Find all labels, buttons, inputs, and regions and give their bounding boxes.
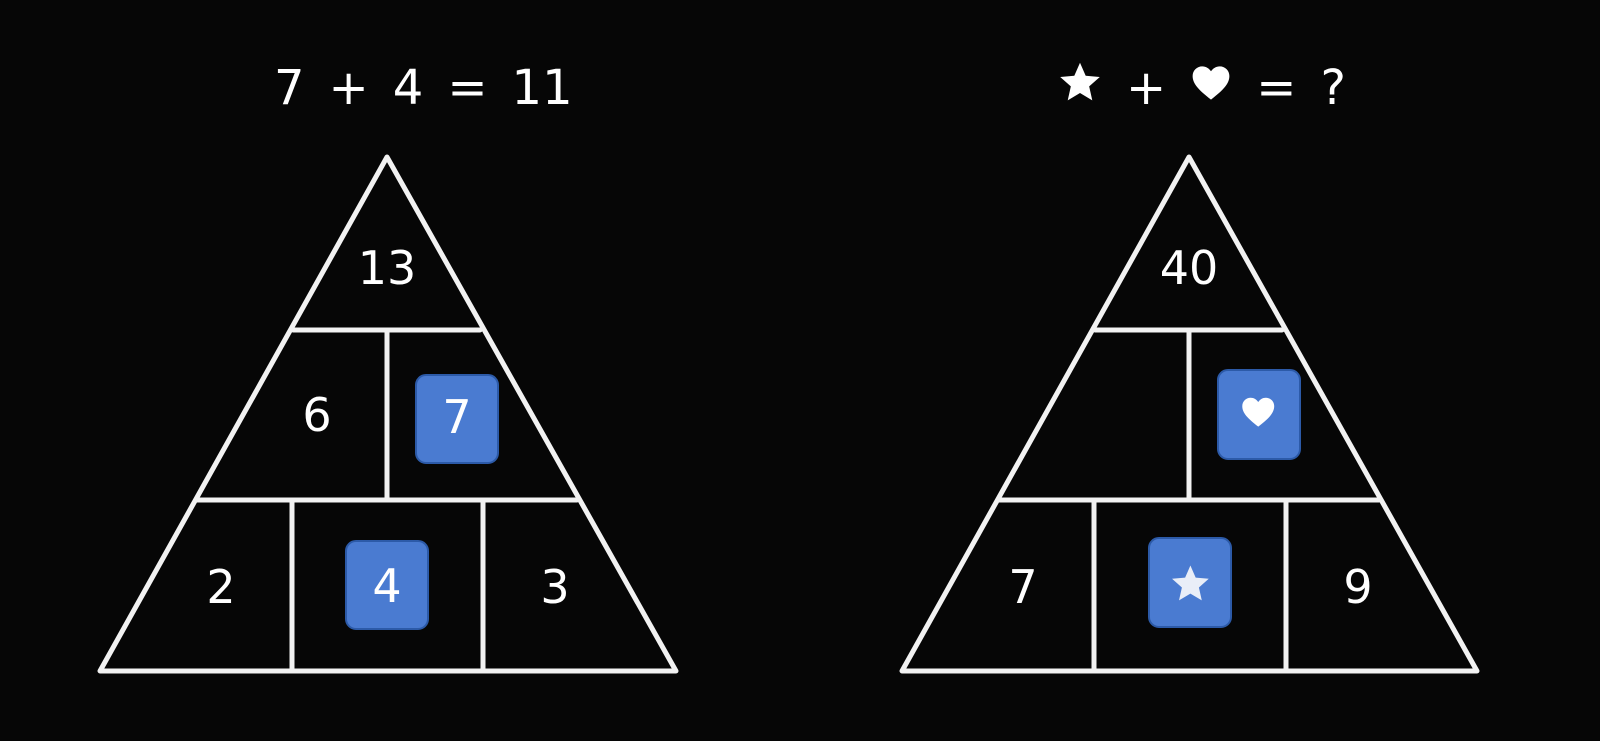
heart-icon	[1190, 58, 1232, 118]
right-triangle	[899, 154, 1480, 674]
right-equation: + = ?	[1046, 58, 1358, 118]
left-middle-right-cell: 7	[442, 390, 471, 444]
right-bottom-middle-tile	[1148, 537, 1232, 628]
left-bottom-middle-cell: 4	[372, 559, 401, 613]
left-middle-right-tile: 7	[415, 374, 499, 464]
equation-equals: =	[447, 60, 488, 116]
right-top-cell: 40	[1160, 241, 1219, 295]
left-top-cell: 13	[358, 241, 417, 295]
left-triangle-outline	[97, 154, 679, 674]
equation-operand-b: 4	[392, 60, 424, 116]
right-bottom-left-cell: 7	[1008, 560, 1037, 614]
equation-result: 11	[511, 60, 573, 116]
equation-unknown: ?	[1320, 60, 1346, 116]
right-middle-right-tile	[1217, 369, 1301, 460]
left-middle-left-cell: 6	[302, 388, 331, 442]
right-bottom-right-cell: 9	[1343, 560, 1372, 614]
left-triangle	[97, 154, 679, 674]
equation-equals: =	[1256, 60, 1297, 116]
equation-operand-a: 7	[274, 60, 305, 116]
star-icon	[1058, 58, 1102, 118]
star-icon	[1172, 565, 1209, 601]
left-bottom-middle-tile: 4	[345, 540, 429, 630]
equation-plus: +	[1126, 60, 1167, 116]
left-bottom-left-cell: 2	[206, 560, 235, 614]
heart-icon	[1242, 397, 1275, 427]
left-equation: 7 + 4 = 11	[262, 58, 585, 118]
equation-plus: +	[328, 60, 369, 116]
left-bottom-right-cell: 3	[540, 560, 569, 614]
right-triangle-outline	[899, 154, 1480, 674]
